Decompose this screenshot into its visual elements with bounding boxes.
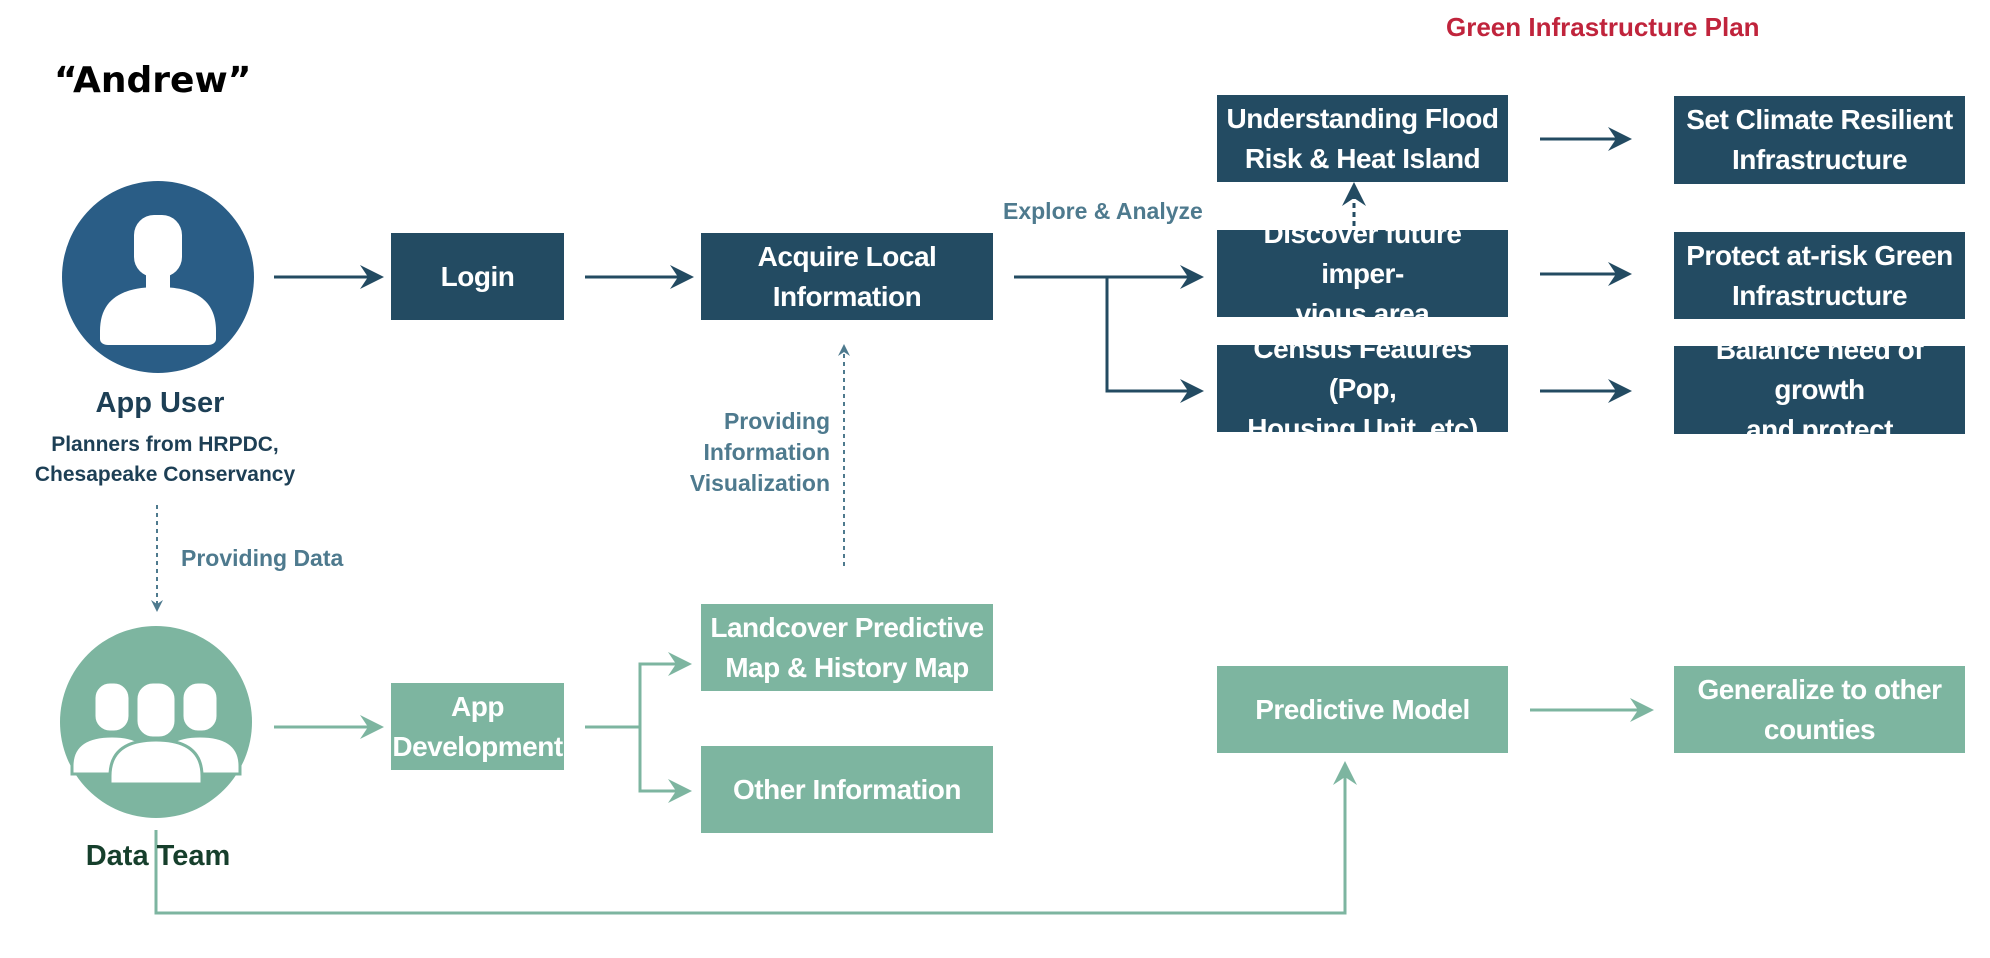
- protect-line1: Protect at-risk Green: [1686, 239, 1953, 271]
- providing-info-line3: Visualization: [689, 470, 830, 496]
- discover-line2: vious area: [1295, 297, 1430, 329]
- climate-line1: Set Climate Resilient: [1686, 104, 1953, 135]
- flood-risk-box: Understanding Flood Risk & Heat Island: [1217, 95, 1508, 182]
- climate-line2: Infrastructure: [1731, 144, 1908, 175]
- generalize-line2: counties: [1763, 713, 1876, 745]
- predictive-model-label: Predictive Model: [1255, 693, 1470, 725]
- login-box: Login: [391, 233, 564, 320]
- discover-line1: Discover future imper-: [1263, 217, 1462, 289]
- arrow-branch-to-landcover: [638, 652, 692, 727]
- flood-line2: Risk & Heat Island: [1244, 142, 1481, 174]
- single-user-icon: [100, 215, 216, 345]
- balance-line2: and protect: [1746, 414, 1893, 445]
- balance-growth-box: Balance need of growth and protect: [1674, 334, 1965, 445]
- providing-data-label: Providing Data: [181, 545, 344, 571]
- author-label: “Andrew”: [54, 60, 252, 101]
- plan-title: Green Infrastructure Plan: [1446, 12, 1760, 42]
- app-user-name: App User: [95, 387, 225, 419]
- protect-line2: Infrastructure: [1731, 279, 1908, 311]
- app-user-subtitle-line2: Chesapeake Conservancy: [34, 463, 296, 486]
- explore-analyze-label: Explore & Analyze: [1003, 198, 1203, 224]
- arrow-acquire-to-census: [1105, 277, 1204, 403]
- census-line2: Housing Unit, etc): [1247, 412, 1478, 444]
- app-user-avatar: [62, 181, 254, 373]
- landcover-map-box: Landcover Predictive Map & History Map: [701, 604, 993, 691]
- landcover-line1: Landcover Predictive: [710, 611, 984, 643]
- arrow-branch-to-other: [638, 727, 692, 803]
- data-team-avatar: [60, 626, 252, 818]
- acquire-line2: Information: [772, 280, 922, 312]
- group-users-icon: [70, 680, 242, 786]
- arrow-team-to-model: [154, 761, 1357, 915]
- protect-green-box: Protect at-risk Green Infrastructure: [1674, 232, 1965, 319]
- login-label: Login: [440, 260, 515, 292]
- acquire-line1: Acquire Local: [757, 240, 937, 272]
- app-user-subtitle-line1: Planners from HRPDC,: [51, 433, 279, 456]
- app-dev-line2: Development: [392, 730, 563, 762]
- climate-resilient-box: Set Climate Resilient Infrastructure: [1674, 96, 1965, 184]
- census-line1: Census Features (Pop,: [1253, 332, 1472, 404]
- data-team-name: Data Team: [85, 840, 231, 872]
- acquire-info-box: Acquire Local Information: [701, 233, 993, 320]
- discover-impervious-box: Discover future imper- vious area: [1217, 218, 1508, 329]
- flood-line1: Understanding Flood: [1226, 102, 1499, 134]
- app-development-box: App Development: [391, 683, 564, 770]
- landcover-line2: Map & History Map: [725, 651, 969, 683]
- app-dev-line1: App: [451, 690, 504, 722]
- providing-info-label: Providing Information Visualization: [660, 406, 830, 499]
- generalize-line1: Generalize to other: [1697, 673, 1942, 705]
- other-info-label: Other Information: [733, 773, 961, 805]
- other-information-box: Other Information: [701, 746, 993, 833]
- predictive-model-box: Predictive Model: [1217, 666, 1508, 753]
- balance-line1: Balance need of growth: [1715, 334, 1924, 405]
- census-features-box: Census Features (Pop, Housing Unit, etc): [1217, 333, 1508, 444]
- providing-info-line2: Information: [703, 439, 831, 465]
- generalize-counties-box: Generalize to other counties: [1674, 666, 1965, 753]
- providing-info-line1: Providing: [723, 408, 830, 434]
